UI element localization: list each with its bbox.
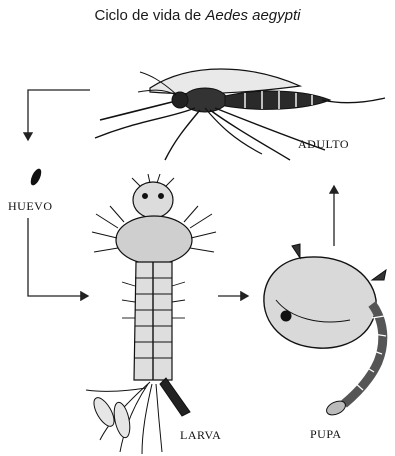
pupa-drawing [264, 244, 386, 418]
label-adult: ADULTO [298, 137, 349, 152]
arrow-adult-to-egg [28, 90, 90, 140]
larva-drawing [86, 174, 216, 454]
arrow-egg-to-larva [28, 218, 88, 296]
egg-drawing [29, 167, 44, 187]
label-egg: HUEVO [8, 199, 53, 214]
label-pupa: PUPA [310, 427, 342, 442]
label-larva: LARVA [180, 428, 221, 443]
